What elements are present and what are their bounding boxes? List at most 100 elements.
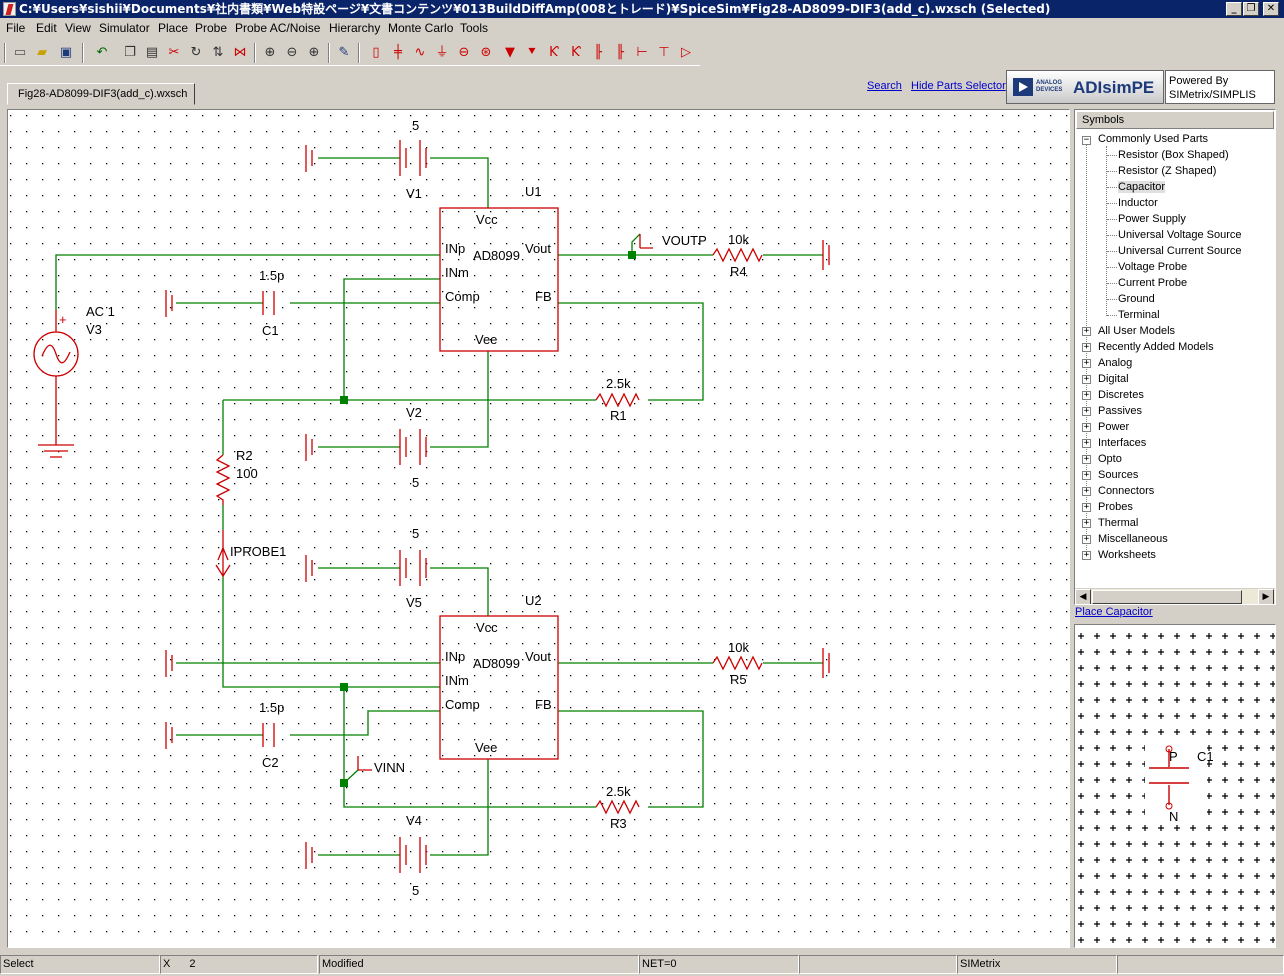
flip-icon[interactable]: ⋈ [233, 45, 247, 60]
scroll-thumb[interactable] [1092, 590, 1242, 604]
tree-category-interfaces[interactable]: Interfaces [1098, 437, 1147, 449]
menu-edit[interactable]: Edit [36, 21, 57, 35]
r5-symbol[interactable] [712, 655, 763, 671]
tree-item-ground[interactable]: Ground [1118, 291, 1155, 307]
cut-icon[interactable]: ✂ [168, 45, 180, 60]
tree-category-digital[interactable]: Digital [1098, 373, 1129, 385]
tree-item-universal-voltage-source[interactable]: Universal Voltage Source [1118, 227, 1242, 243]
expand-icon[interactable]: + [1082, 374, 1091, 384]
iprobe1-symbol[interactable] [215, 530, 231, 578]
mirror-icon[interactable]: ⇅ [212, 45, 224, 60]
tree-item-power-supply[interactable]: Power Supply [1118, 211, 1186, 227]
diode-icon[interactable]: ▼ [505, 45, 515, 60]
voltage-source-icon[interactable]: ⊖ [458, 45, 470, 60]
v5-symbol[interactable] [305, 550, 427, 586]
undo-icon[interactable]: ↶ [96, 45, 108, 60]
app-icon[interactable] [3, 2, 16, 16]
new-file-icon[interactable]: ▭ [13, 45, 27, 60]
menu-probe-ac-noise[interactable]: Probe AC/Noise [235, 21, 321, 35]
pjfet-icon[interactable]: ⊤ [658, 45, 670, 60]
rotate-icon[interactable]: ↻ [190, 45, 202, 60]
pmos-icon[interactable]: ╟ [616, 45, 624, 60]
collapse-icon[interactable]: − [1082, 135, 1091, 145]
v4-symbol[interactable] [305, 837, 427, 873]
resistor-icon[interactable]: ▯ [372, 45, 380, 60]
pnp-icon[interactable]: Ƙ [571, 45, 581, 60]
v3-ac-source[interactable] [33, 310, 79, 458]
tree-category-analog[interactable]: Analog [1098, 357, 1133, 369]
place-capacitor-link[interactable]: Place Capacitor [1075, 606, 1153, 618]
npn-icon[interactable]: Ƙ [549, 45, 559, 60]
tree-item-current-probe[interactable]: Current Probe [1118, 275, 1187, 291]
schematic-canvas[interactable]: 5 V1 U1 Vcc INp AD8099 Vout INm Comp FB … [7, 109, 1070, 948]
zener-icon[interactable]: ⯆ [526, 45, 538, 60]
ground-icon[interactable]: ⏚ [435, 45, 449, 60]
tab-schematic[interactable]: Fig28-AD8099-DIF3(add_c).wxsch [7, 83, 195, 105]
njfet-icon[interactable]: ⊢ [636, 45, 648, 60]
tree-item-resistor-z-shaped[interactable]: Resistor (Z Shaped) [1118, 163, 1216, 179]
r1-symbol[interactable] [595, 392, 640, 408]
expand-icon[interactable]: + [1082, 358, 1091, 368]
restore-button[interactable]: ❐ [1243, 2, 1259, 16]
wire-pencil-icon[interactable]: ✎ [338, 45, 350, 60]
v1-symbol[interactable] [305, 140, 427, 176]
tree-root-common[interactable]: Commonly Used Parts [1098, 133, 1209, 145]
zoom-in-icon[interactable]: ⊕ [308, 45, 320, 60]
tree-category-discretes[interactable]: Discretes [1098, 389, 1144, 401]
search-link[interactable]: Search [867, 80, 902, 92]
menu-tools[interactable]: Tools [460, 21, 489, 35]
menu-file[interactable]: File [6, 21, 26, 35]
tree-item-resistor-box-shaped[interactable]: Resistor (Box Shaped) [1118, 147, 1229, 163]
tree-category-all-user-models[interactable]: All User Models [1098, 325, 1176, 337]
current-source-icon[interactable]: ⊛ [480, 45, 492, 60]
tree-category-power[interactable]: Power [1098, 421, 1130, 433]
tree-category-connectors[interactable]: Connectors [1098, 485, 1155, 497]
tree-category-miscellaneous[interactable]: Miscellaneous [1098, 533, 1168, 545]
c2-symbol[interactable] [165, 722, 275, 749]
tree-category-recently-added-models[interactable]: Recently Added Models [1098, 341, 1214, 353]
close-button[interactable]: ✕ [1263, 2, 1279, 16]
save-icon[interactable]: ▣ [59, 45, 73, 60]
tree-category-worksheets[interactable]: Worksheets [1098, 549, 1156, 561]
menu-hierarchy[interactable]: Hierarchy [329, 21, 381, 35]
menu-probe[interactable]: Probe [195, 21, 228, 35]
expand-icon[interactable]: + [1082, 422, 1091, 432]
u2-body[interactable] [439, 615, 559, 760]
expand-icon[interactable]: + [1082, 438, 1091, 448]
schematic-drawing[interactable]: 5 V1 U1 Vcc INp AD8099 Vout INm Comp FB … [8, 110, 1070, 948]
expand-icon[interactable]: + [1082, 406, 1091, 416]
copy-icon[interactable]: ❐ [124, 45, 136, 60]
tree-item-inductor[interactable]: Inductor [1118, 195, 1158, 211]
tree-item-voltage-probe[interactable]: Voltage Probe [1118, 259, 1187, 275]
tree-category-opto[interactable]: Opto [1098, 453, 1122, 465]
scroll-left-icon[interactable]: ◀ [1075, 589, 1091, 604]
c1-symbol[interactable] [165, 290, 275, 317]
inductor-icon[interactable]: ∿ [414, 45, 426, 60]
v2-symbol[interactable] [305, 429, 427, 465]
capacitor-icon[interactable]: ╪ [394, 45, 402, 60]
minimize-button[interactable]: _ [1226, 2, 1242, 16]
r4-symbol[interactable] [712, 247, 763, 263]
expand-icon[interactable]: + [1082, 470, 1091, 480]
tree-category-passives[interactable]: Passives [1098, 405, 1143, 417]
tree-category-sources[interactable]: Sources [1098, 469, 1139, 481]
menu-monte-carlo[interactable]: Monte Carlo [388, 21, 454, 35]
expand-icon[interactable]: + [1082, 454, 1091, 464]
expand-icon[interactable]: + [1082, 342, 1091, 352]
menu-place[interactable]: Place [158, 21, 189, 35]
expand-icon[interactable]: + [1082, 534, 1091, 544]
tree-category-probes[interactable]: Probes [1098, 501, 1133, 513]
tree-item-capacitor[interactable]: Capacitor [1118, 179, 1166, 195]
nmos-icon[interactable]: ╟ [594, 45, 602, 60]
r3-symbol[interactable] [595, 799, 640, 815]
hide-parts-selector-link[interactable]: Hide Parts Selector [911, 80, 1006, 92]
expand-icon[interactable]: + [1082, 518, 1091, 528]
open-folder-icon[interactable]: ▰ [37, 45, 47, 60]
expand-icon[interactable]: + [1082, 486, 1091, 496]
expand-icon[interactable]: + [1082, 502, 1091, 512]
u1-body[interactable] [439, 207, 559, 352]
tree-item-universal-current-source[interactable]: Universal Current Source [1118, 243, 1242, 259]
paste-icon[interactable]: ▤ [145, 45, 159, 60]
zoom-out-icon[interactable]: ⊖ [286, 45, 298, 60]
expand-icon[interactable]: + [1082, 326, 1091, 336]
